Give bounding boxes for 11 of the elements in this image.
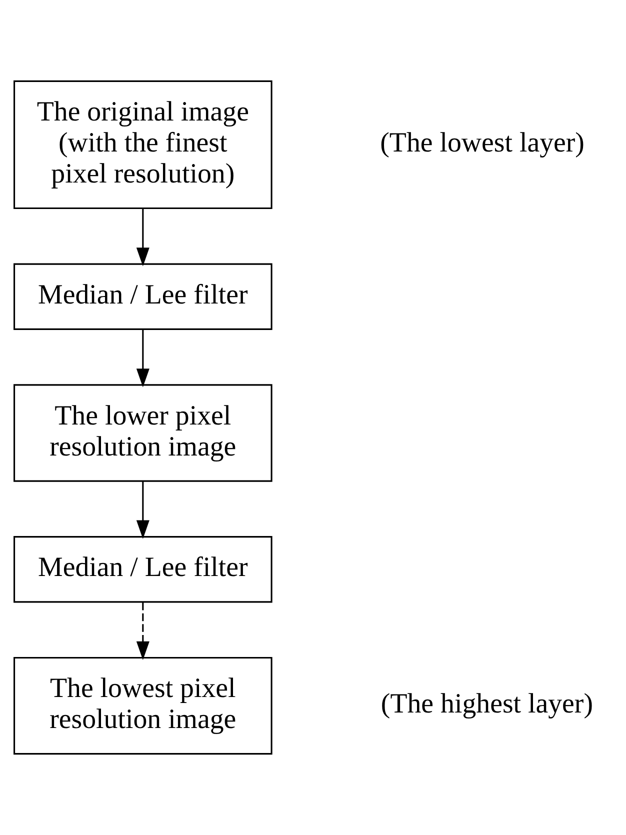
arrow bbox=[136, 602, 150, 660]
node-box: The lower pixel resolution image bbox=[14, 384, 272, 482]
arrow bbox=[136, 208, 150, 266]
arrow bbox=[136, 481, 150, 539]
node-label: (The highest layer) bbox=[380, 688, 593, 720]
node-label: (The lowest layer) bbox=[380, 128, 584, 159]
node-box: Median / Lee filter bbox=[14, 263, 272, 330]
node-box: The lowest pixel resolution image bbox=[14, 656, 272, 755]
node-box: Median / Lee filter bbox=[14, 536, 272, 603]
arrow bbox=[136, 330, 150, 388]
node-box: The original image (with the finest pixel resolution) bbox=[14, 80, 272, 210]
